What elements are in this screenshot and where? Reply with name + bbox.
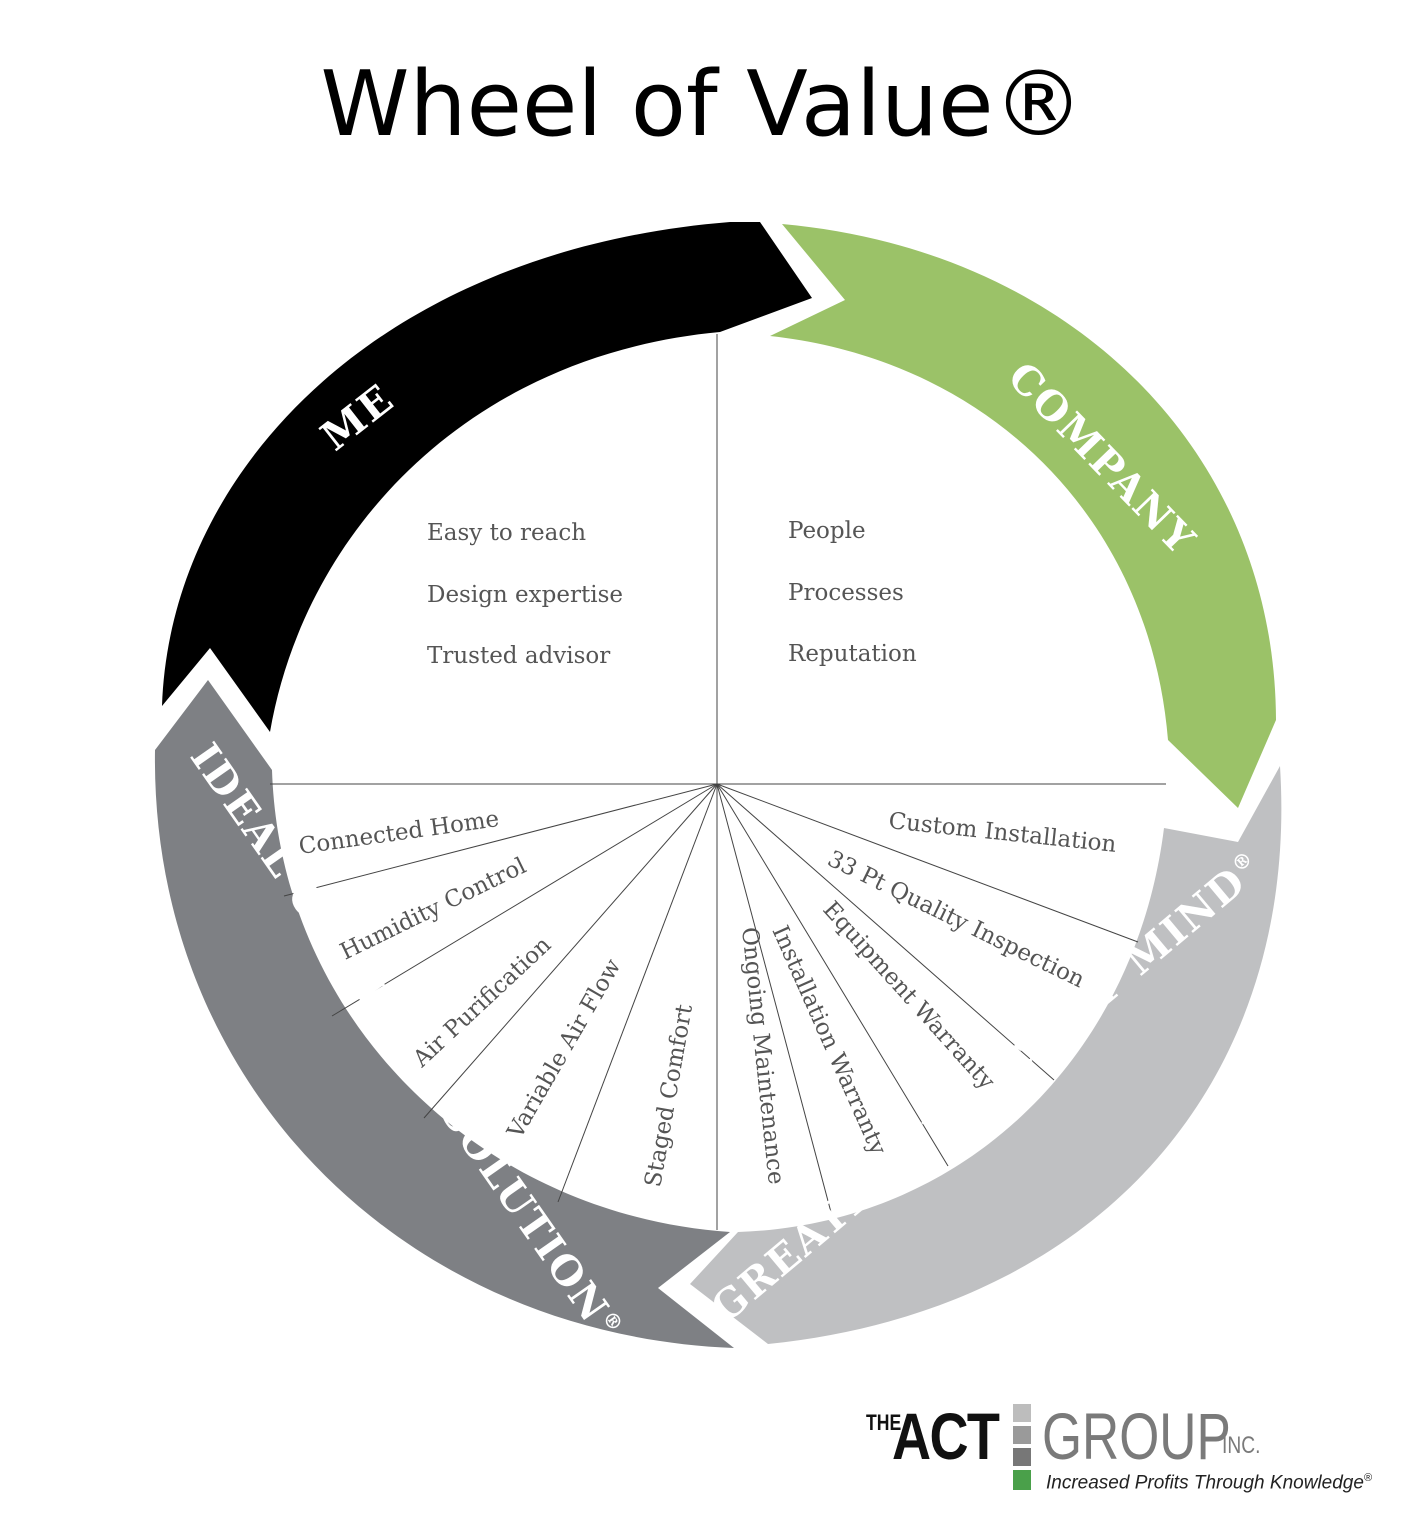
company-item: People xyxy=(788,518,866,544)
peace-item: 33 Pt Quality Inspection xyxy=(823,846,1088,993)
logo-group: GROUP xyxy=(1042,1399,1231,1473)
segment-me-arrow xyxy=(162,222,812,732)
logo-the: THE xyxy=(866,1410,902,1435)
comfort-item: Connected Home xyxy=(297,806,500,860)
logo-tagline: Increased Profits Through Knowledge® xyxy=(1046,1472,1373,1494)
company-item: Reputation xyxy=(788,641,917,667)
act-group-logo: THE ACT GROUP INC. Increased Profits Thr… xyxy=(866,1399,1372,1510)
divider-lines xyxy=(270,334,1166,1230)
page-title: Wheel of Value® xyxy=(320,52,1084,157)
segment-company-arrow xyxy=(770,224,1276,808)
wheel-of-value-diagram: ME COMPANY GREATEST PEACE OF MIND® IDEAL… xyxy=(154,222,1282,1348)
comfort-item: Staged Comfort xyxy=(640,1002,698,1189)
me-item: Trusted advisor xyxy=(427,643,610,669)
me-item: Design expertise xyxy=(427,582,623,608)
segment-peace-arrow xyxy=(690,766,1282,1344)
me-item: Easy to reach xyxy=(427,520,586,546)
logo-inc: INC. xyxy=(1222,1432,1261,1459)
comfort-item: Humidity Control xyxy=(336,853,530,966)
peace-item: Custom Installation xyxy=(887,808,1117,858)
company-item: Processes xyxy=(788,580,904,606)
segment-comfort-arrow xyxy=(154,680,734,1348)
logo-act: ACT xyxy=(892,1399,1000,1473)
logo-bars xyxy=(1013,1404,1031,1490)
